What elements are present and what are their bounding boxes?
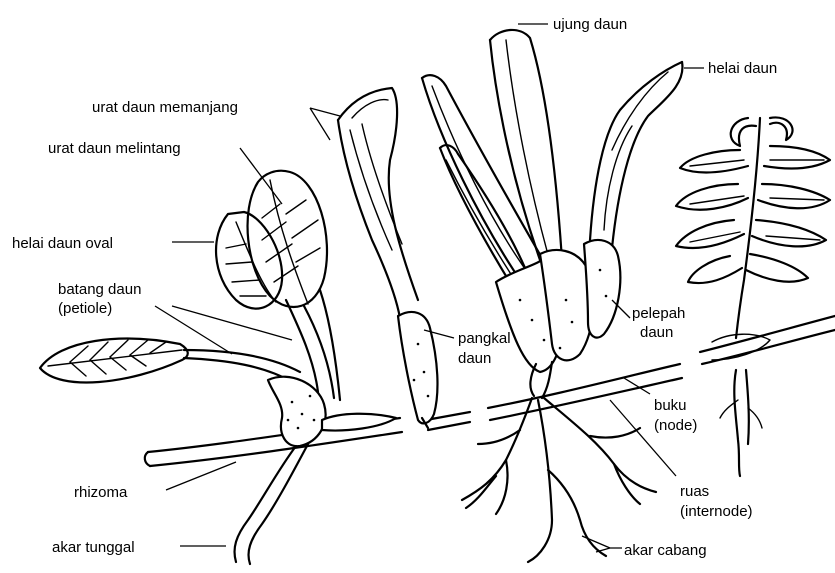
label-internode: (internode) [680, 503, 753, 520]
label-petiole: (petiole) [58, 300, 112, 317]
folded-leaf [338, 88, 437, 428]
pinnate-leaf-plant [676, 117, 830, 476]
label-helai-daun: helai daun [708, 60, 777, 77]
oval-leaf-plant [40, 171, 396, 564]
label-pelepah-daun-1: pelepah [632, 305, 685, 322]
label-node: (node) [654, 417, 697, 434]
label-batang-daun: batang daun [58, 281, 141, 298]
strap-leaf-plant [422, 30, 682, 562]
label-akar-tunggal: akar tunggal [52, 539, 135, 556]
label-rhizoma: rhizoma [74, 484, 128, 501]
label-pangkal-daun-1: pangkal [458, 330, 511, 347]
label-buku: buku [654, 397, 687, 414]
label-ujung-daun: ujung daun [553, 16, 627, 33]
label-pangkal-daun-2: daun [458, 350, 491, 367]
label-akar-cabang: akar cabang [624, 542, 707, 559]
label-urat-daun-melintang: urat daun melintang [48, 140, 181, 157]
label-helai-daun-oval: helai daun oval [12, 235, 113, 252]
label-pelepah-daun-2: daun [640, 324, 673, 341]
label-urat-daun-memanjang: urat daun memanjang [92, 99, 238, 116]
label-ruas: ruas [680, 483, 709, 500]
